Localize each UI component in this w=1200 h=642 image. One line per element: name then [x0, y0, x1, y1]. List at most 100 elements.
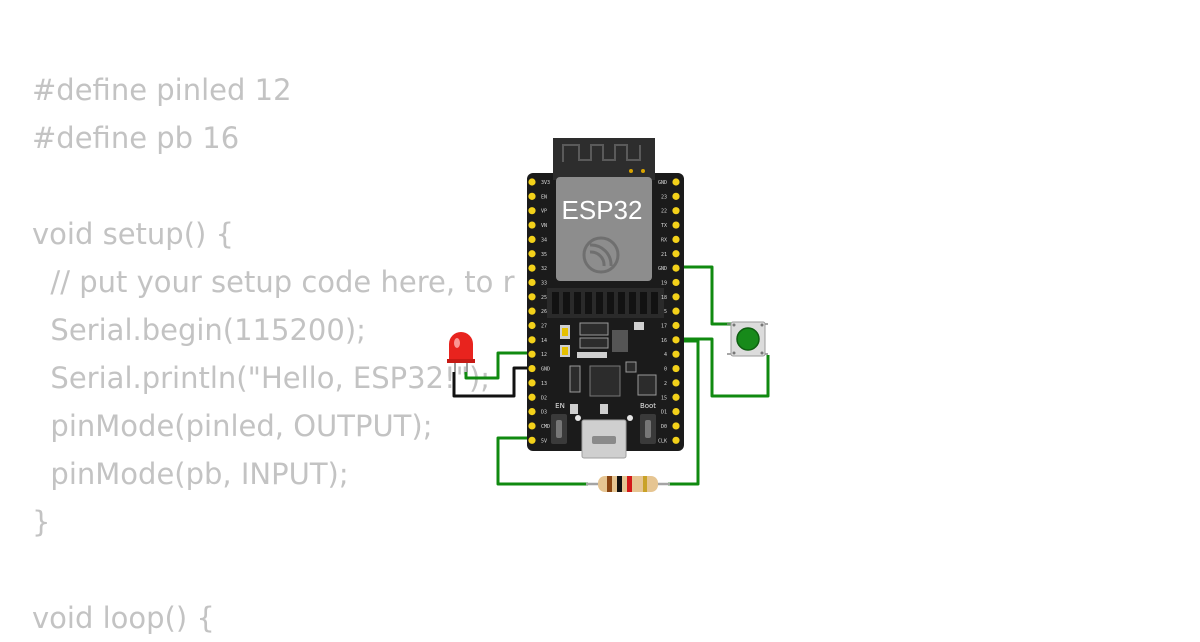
left-pin-label: 5V	[541, 438, 547, 444]
left-pin-label: 3V3	[541, 180, 550, 186]
wire-pin16-resistor[interactable]	[668, 339, 700, 486]
right-pin-label: 2	[664, 381, 667, 387]
right-pin[interactable]	[672, 221, 680, 229]
right-pin-label: CLK	[658, 438, 667, 444]
right-pin[interactable]	[672, 207, 680, 215]
code-line: }	[32, 505, 51, 539]
right-pin-label: 23	[661, 194, 667, 200]
left-pin-label: 35	[541, 252, 547, 258]
code-line: #define pinled 12	[32, 73, 292, 107]
pushbutton[interactable]	[727, 321, 768, 357]
wire-led-cathode[interactable]	[452, 366, 532, 398]
smd-components	[560, 322, 657, 414]
right-pin[interactable]	[672, 293, 680, 301]
left-pin-label: 33	[541, 280, 547, 286]
right-pin[interactable]	[672, 264, 680, 272]
right-pin[interactable]	[672, 192, 680, 200]
right-pin-label: 19	[661, 280, 667, 286]
espressif-logo-icon	[582, 236, 620, 274]
right-pin[interactable]	[672, 364, 680, 373]
right-pin-label: 5	[664, 309, 667, 315]
right-pin[interactable]	[672, 422, 680, 430]
left-pin[interactable]	[528, 235, 536, 243]
left-pin-label: 12	[541, 352, 547, 358]
left-pin[interactable]	[528, 408, 536, 416]
left-pin[interactable]	[528, 278, 536, 287]
wire-pin16-button[interactable]	[676, 337, 770, 398]
right-pin-label: 0	[664, 367, 667, 373]
left-pin[interactable]	[528, 321, 536, 330]
left-pin-label: 14	[541, 338, 547, 344]
left-header-pins: 3V3ENVPVN343532332526271412GND13D2D3CMD5…	[528, 178, 550, 444]
left-pin[interactable]	[528, 379, 536, 387]
right-pin-label: 22	[661, 209, 667, 215]
left-pin[interactable]	[528, 221, 536, 229]
right-pin-label: RX	[661, 237, 667, 243]
right-pin[interactable]	[672, 250, 680, 258]
left-pin-label: 25	[541, 295, 547, 301]
left-pin[interactable]	[528, 192, 536, 200]
red-led[interactable]	[447, 332, 475, 372]
wires	[452, 265, 770, 486]
left-pin[interactable]	[528, 350, 536, 358]
right-pin[interactable]	[672, 379, 680, 387]
right-pin-label: TX	[661, 223, 667, 229]
wire-5v-resistor[interactable]	[496, 436, 588, 486]
right-pin[interactable]	[672, 307, 680, 315]
left-pin[interactable]	[528, 293, 536, 301]
left-pin[interactable]	[528, 422, 536, 430]
right-pin-label: 4	[664, 352, 667, 358]
button-cap[interactable]	[736, 327, 760, 351]
resistor[interactable]	[586, 476, 670, 492]
code-line: void loop() {	[32, 601, 215, 635]
left-pin[interactable]	[528, 393, 536, 401]
code-editor[interactable]: #define pinled 12 #define pb 16 void setu…	[32, 66, 515, 642]
right-pin-label: 15	[661, 395, 667, 401]
left-pin[interactable]	[528, 307, 536, 315]
boot-label: Boot	[640, 402, 656, 410]
right-pin[interactable]	[672, 350, 680, 358]
right-pin[interactable]	[672, 408, 680, 416]
left-pin-label: CMD	[541, 424, 550, 430]
right-pin[interactable]	[672, 235, 680, 243]
right-pin-label: 16	[661, 338, 667, 344]
right-pin[interactable]	[672, 278, 680, 287]
left-pin[interactable]	[528, 250, 536, 258]
right-pin-label: D1	[661, 410, 667, 416]
right-pin-label: D0	[661, 424, 667, 430]
right-pin-label: 21	[661, 252, 667, 258]
left-pin-label: D2	[541, 395, 547, 401]
left-pin[interactable]	[528, 364, 536, 373]
left-pin[interactable]	[528, 436, 536, 444]
right-pin[interactable]	[672, 336, 680, 344]
esp32-board[interactable]: ESP32	[527, 138, 684, 459]
chip-shield	[556, 177, 652, 281]
right-pin[interactable]	[672, 393, 680, 401]
en-label: EN	[555, 402, 565, 410]
code-line: Serial.begin(115200);	[32, 313, 366, 347]
left-pin[interactable]	[528, 178, 536, 186]
right-pin[interactable]	[672, 436, 680, 444]
left-pin-label: D3	[541, 410, 547, 416]
left-pin[interactable]	[528, 207, 536, 215]
left-pin[interactable]	[528, 264, 536, 272]
chip-label: ESP32	[562, 195, 643, 225]
left-pin-label: VN	[541, 223, 547, 229]
left-pin-label: 13	[541, 381, 547, 387]
left-pin[interactable]	[528, 336, 536, 344]
code-line: #define pb 16	[32, 121, 240, 155]
wire-led-anode[interactable]	[464, 351, 532, 380]
right-pin[interactable]	[672, 178, 680, 186]
code-line: void setup() {	[32, 217, 234, 251]
left-pin-label: 32	[541, 266, 547, 272]
antenna-trace-icon	[562, 144, 641, 162]
right-pin-label: GND	[658, 180, 667, 186]
left-pin-label: 26	[541, 309, 547, 315]
wire-gnd-button[interactable]	[676, 265, 731, 326]
right-pin-label: GND	[658, 266, 667, 272]
left-pin-label: VP	[541, 209, 547, 215]
right-pin[interactable]	[672, 321, 680, 330]
left-pin-label: GND	[541, 367, 550, 373]
code-line: // put your setup code here, to r	[32, 265, 515, 299]
